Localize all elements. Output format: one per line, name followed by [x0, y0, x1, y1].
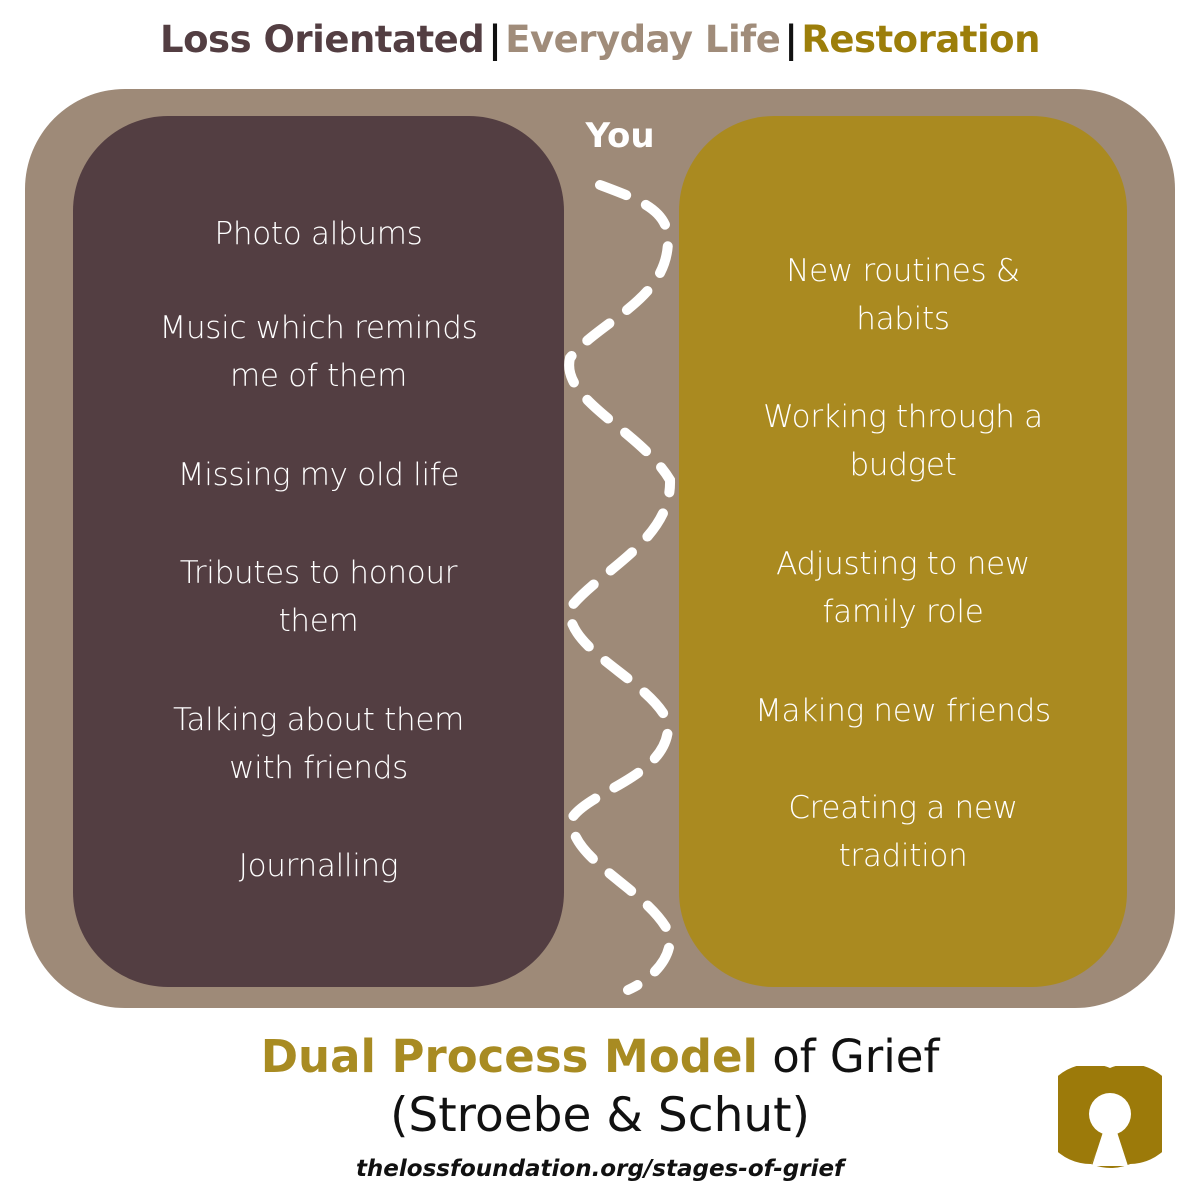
- source-url-link[interactable]: thelossfoundation.org/stages-of-grief: [355, 1156, 845, 1182]
- restoration-panel: New routines & habits Working through a …: [679, 116, 1127, 987]
- diagram-subtitle: (Stroebe & Schut): [390, 1088, 810, 1143]
- loss-item: Photo albums: [214, 216, 423, 252]
- title-rest: of Grief: [757, 1030, 940, 1083]
- restoration-item: New routines & habits: [786, 253, 1020, 337]
- loss-item: Missing my old life: [177, 457, 460, 493]
- header-separator: |: [784, 18, 798, 61]
- restoration-item: Making new friends: [755, 693, 1051, 729]
- loss-item: Music which reminds me of them: [159, 310, 478, 394]
- restoration-item: Creating a new tradition: [788, 790, 1018, 874]
- loss-item: Talking about them with friends: [172, 702, 465, 786]
- loss-foundation-logo-icon: [1058, 1066, 1162, 1168]
- loss-orientated-panel: Photo albums Music which reminds me of t…: [73, 116, 564, 987]
- restoration-item: Adjusting to new family role: [776, 546, 1030, 630]
- restoration-item: Working through a budget: [763, 399, 1043, 483]
- title-accent: Dual Process Model: [260, 1030, 758, 1083]
- header-separator: |: [488, 18, 502, 61]
- header-loss-orientated: Loss Orientated: [160, 18, 485, 61]
- header-restoration: Restoration: [801, 18, 1040, 61]
- diagram-title: Dual Process Model of Grief: [0, 1030, 1200, 1084]
- loss-item: Tributes to honour them: [179, 555, 458, 639]
- you-label: You: [585, 116, 655, 156]
- loss-item: Journalling: [238, 848, 399, 884]
- page-header: Loss Orientated|Everyday Life|Restoratio…: [0, 18, 1200, 61]
- header-everyday-life: Everyday Life: [505, 18, 781, 61]
